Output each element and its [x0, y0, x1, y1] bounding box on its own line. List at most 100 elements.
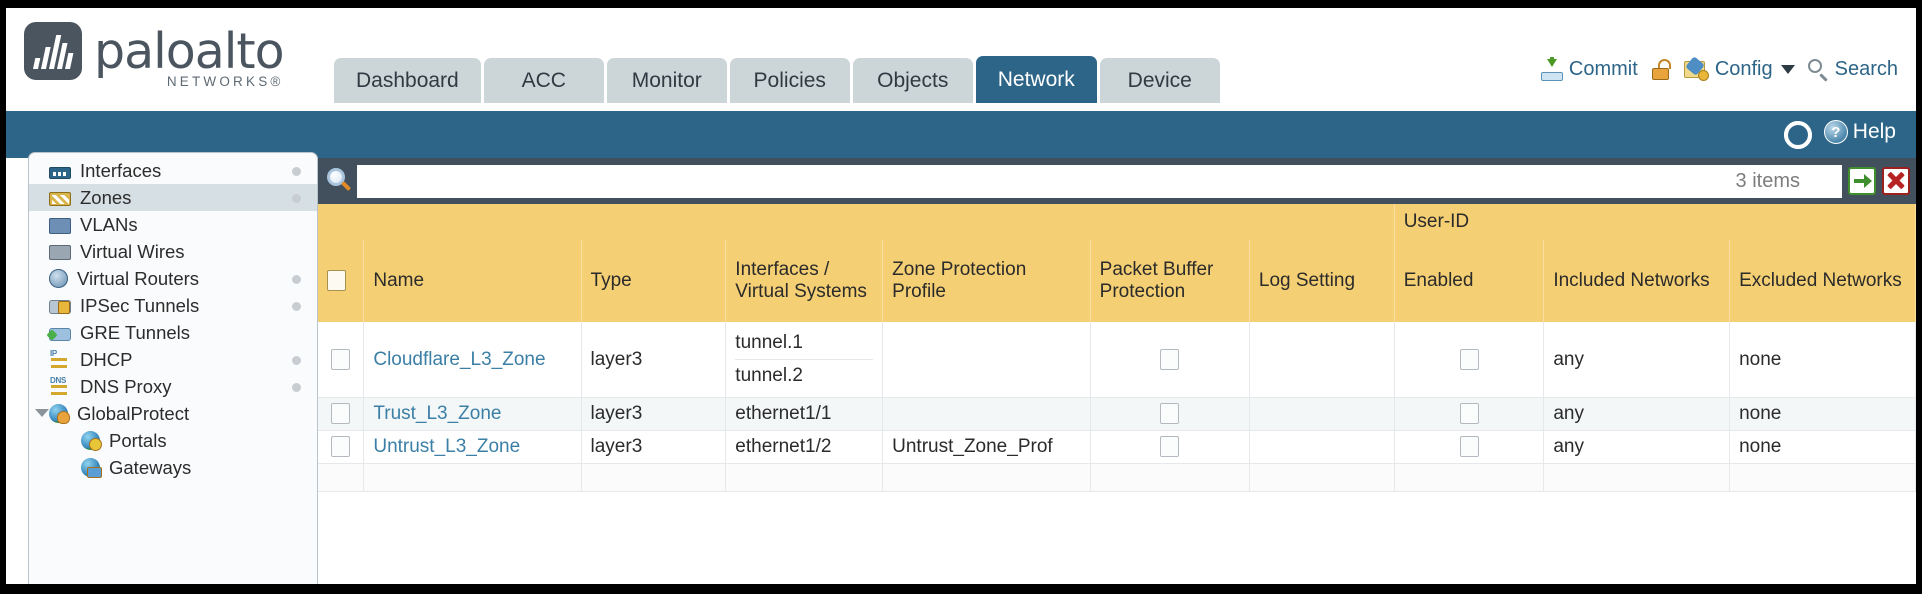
column-header-packet-buffer-protection[interactable]: Packet Buffer Protection [1090, 240, 1250, 322]
row-select-cell[interactable] [318, 430, 365, 464]
commit-icon [1540, 56, 1563, 81]
cell-packet-buffer-protection[interactable] [1090, 430, 1250, 464]
table-row[interactable]: Cloudflare_L3_Zone layer3 tunnel.1 tunne… [318, 322, 1916, 398]
zone-link[interactable]: Cloudflare_L3_Zone [373, 348, 546, 370]
refresh-icon[interactable] [1782, 120, 1808, 144]
tab-network[interactable]: Network [975, 56, 1097, 103]
userid-enabled-checkbox[interactable] [1459, 348, 1479, 370]
gateways-icon [81, 458, 102, 478]
select-all-checkbox[interactable] [327, 270, 346, 292]
sidebar-item-vlans[interactable]: VLANs [29, 211, 317, 238]
help-button[interactable]: ? Help [1823, 120, 1896, 144]
search-icon[interactable] [326, 167, 353, 195]
cell-zone-protection-profile [882, 322, 1091, 398]
cell-log-setting [1249, 430, 1395, 464]
row-select-cell[interactable] [318, 397, 365, 431]
sidebar-item-label: IPSec Tunnels [80, 294, 200, 316]
select-all-header[interactable] [318, 240, 365, 322]
sidebar-item-virtual-routers[interactable]: Virtual Routers [29, 265, 317, 292]
clear-filter-button[interactable] [1882, 167, 1910, 195]
table-header-row: Name Type Interfaces / Virtual Systems Z… [318, 240, 1916, 322]
globalprotect-icon [49, 404, 70, 424]
column-header-name[interactable]: Name [363, 240, 582, 322]
dhcp-icon: IP [49, 349, 71, 369]
row-checkbox[interactable] [331, 348, 351, 370]
commit-button[interactable]: Commit [1540, 56, 1638, 81]
cell-userid-enabled[interactable] [1394, 430, 1545, 464]
sidebar-item-label: Portals [109, 429, 167, 451]
sidebar-item-dns-proxy[interactable]: DNS DNS Proxy [29, 373, 317, 400]
zone-link[interactable]: Untrust_L3_Zone [373, 436, 521, 457]
help-icon: ? [1823, 120, 1848, 144]
packet-buffer-protection-checkbox[interactable] [1160, 348, 1180, 370]
column-header-excluded-networks[interactable]: Excluded Networks [1729, 240, 1916, 322]
cell-zone-protection-profile [882, 397, 1091, 431]
sidebar-item-label: Interfaces [80, 159, 162, 181]
tab-acc[interactable]: ACC [483, 58, 604, 103]
sidebar-item-globalprotect[interactable]: GlobalProtect [29, 400, 317, 427]
group-header-spacer [318, 204, 1395, 240]
sidebar-item-dhcp[interactable]: IP DHCP [29, 346, 317, 373]
vlans-icon [49, 217, 71, 234]
interfaces-icon [49, 166, 71, 179]
expand-collapse-caret-icon[interactable] [35, 409, 49, 417]
row-select-cell[interactable] [318, 322, 365, 398]
column-header-zone-protection-profile[interactable]: Zone Protection Profile [882, 240, 1091, 322]
column-header-log-setting[interactable]: Log Setting [1249, 240, 1395, 322]
search-input[interactable] [357, 164, 1842, 198]
sub-toolbar-actions: ? Help [1782, 120, 1896, 144]
packet-buffer-protection-checkbox[interactable] [1160, 403, 1180, 425]
lock-button[interactable] [1651, 59, 1671, 80]
sidebar-item-label: Gateways [109, 456, 192, 478]
status-dot [292, 194, 301, 203]
sidebar-item-gateways[interactable]: Gateways [29, 454, 317, 481]
userid-enabled-checkbox[interactable] [1459, 403, 1479, 425]
tab-objects[interactable]: Objects [852, 58, 973, 103]
tab-monitor[interactable]: Monitor [606, 58, 727, 103]
table-row[interactable]: Trust_L3_Zone layer3 ethernet1/1 any [318, 397, 1916, 431]
table-row[interactable]: Untrust_L3_Zone layer3 ethernet1/2 Untru… [318, 430, 1916, 464]
userid-enabled-checkbox[interactable] [1459, 436, 1479, 458]
sidebar-item-virtual-wires[interactable]: Virtual Wires [29, 238, 317, 265]
cell-type: layer3 [581, 430, 727, 464]
column-header-enabled[interactable]: Enabled [1394, 240, 1545, 322]
sidebar-item-ipsec-tunnels[interactable]: IPSec Tunnels [29, 292, 317, 319]
cell-userid-enabled[interactable] [1394, 322, 1545, 398]
config-menu-button[interactable]: Config [1683, 55, 1795, 81]
zone-link[interactable]: Trust_L3_Zone [373, 403, 502, 424]
cell-type: layer3 [581, 322, 727, 398]
tab-policies[interactable]: Policies [729, 58, 850, 103]
column-header-included-networks[interactable]: Included Networks [1543, 240, 1731, 322]
sidebar-item-zones[interactable]: Zones [29, 184, 317, 211]
cell-userid-enabled[interactable] [1394, 397, 1545, 431]
zones-icon [49, 192, 71, 206]
interface-item: tunnel.1 [735, 327, 874, 360]
zones-table-wrapper[interactable]: User-ID Name Type Interfaces / Virtual S… [318, 204, 1916, 584]
virtual-wires-icon [49, 245, 71, 260]
cell-name[interactable]: Trust_L3_Zone [363, 397, 582, 431]
cell-excluded-networks: none [1729, 397, 1916, 431]
chevron-down-icon [1780, 65, 1795, 74]
sidebar-item-label: Zones [80, 186, 132, 208]
cell-packet-buffer-protection[interactable] [1090, 397, 1250, 431]
zones-table: User-ID Name Type Interfaces / Virtual S… [318, 204, 1916, 492]
cell-name[interactable]: Untrust_L3_Zone [363, 430, 582, 464]
tab-dashboard[interactable]: Dashboard [334, 58, 481, 103]
search-button[interactable]: Search [1807, 58, 1898, 82]
tab-device[interactable]: Device [1099, 58, 1220, 103]
cell-name[interactable]: Cloudflare_L3_Zone [363, 322, 582, 398]
header-actions: Commit Config Search [1540, 55, 1898, 82]
sidebar-item-label: VLANs [80, 213, 138, 235]
row-checkbox[interactable] [331, 436, 351, 458]
search-label: Search [1834, 58, 1898, 80]
column-header-interfaces-virtual-systems[interactable]: Interfaces / Virtual Systems [725, 240, 884, 322]
row-checkbox[interactable] [331, 403, 351, 425]
sidebar-item-gre-tunnels[interactable]: GRE Tunnels [29, 319, 317, 346]
apply-filter-button[interactable] [1848, 167, 1876, 195]
sidebar-item-interfaces[interactable]: Interfaces [29, 157, 317, 184]
cell-packet-buffer-protection[interactable] [1090, 322, 1250, 398]
sidebar-item-label: GlobalProtect [77, 402, 190, 424]
packet-buffer-protection-checkbox[interactable] [1160, 436, 1180, 458]
sidebar-item-portals[interactable]: Portals [29, 427, 317, 454]
column-header-type[interactable]: Type [581, 240, 727, 322]
